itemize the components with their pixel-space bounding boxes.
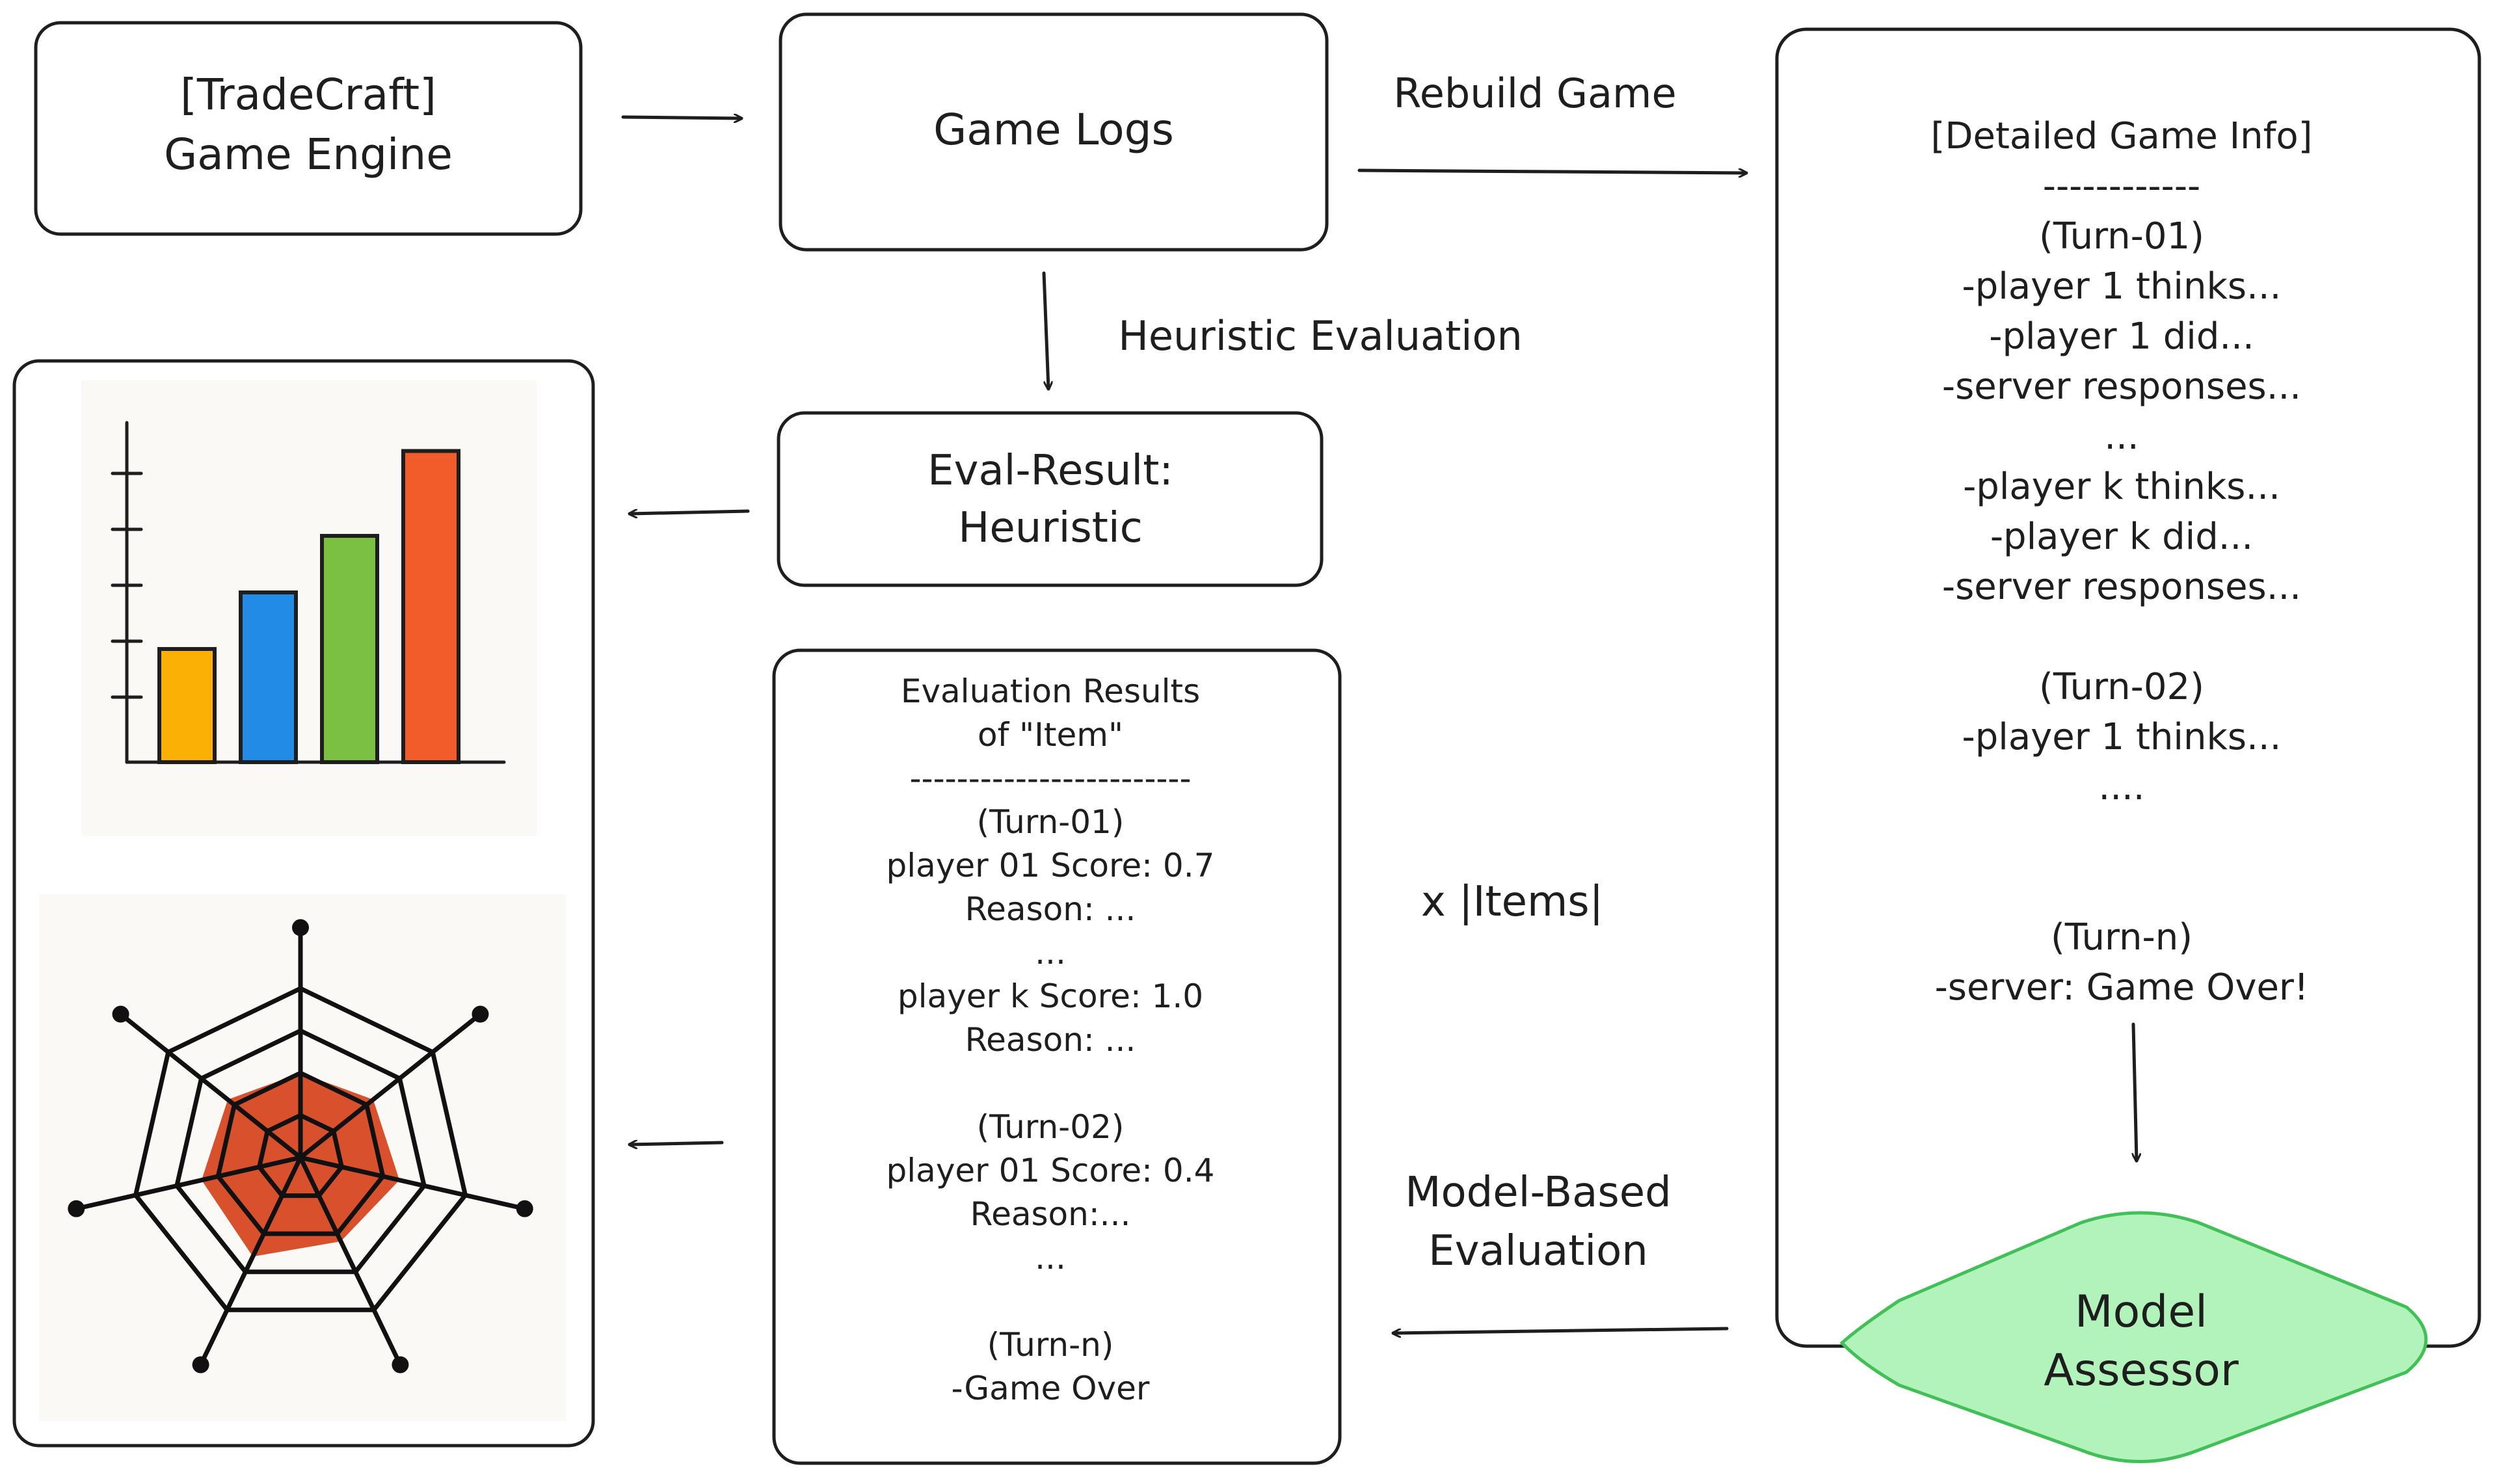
eval-heuristic-title: Eval-Result: <box>927 447 1173 495</box>
assessor-diamond <box>1839 1211 2428 1463</box>
radar-ring-3 <box>174 1028 427 1275</box>
radar-spoke-dot-5 <box>192 1356 209 1373</box>
arrow-logs-to-heuristic <box>1042 271 1048 391</box>
bar-2 <box>239 590 298 764</box>
detailed-info-line-9: -server responses... <box>1942 566 2301 608</box>
eval-result-heuristic-node: Eval-Result: Heuristic <box>777 411 1324 587</box>
model-based-label-line1: Model-Based <box>1405 1169 1671 1217</box>
assessor-title: Model <box>2075 1286 2207 1338</box>
radar-spoke-3 <box>300 1155 526 1212</box>
eval-results-line-1: of "Item" <box>978 716 1123 754</box>
detailed-info-line-0: [Detailed Game Info] <box>1931 115 2313 157</box>
arrow-assessor-to-results <box>1391 1327 1729 1333</box>
model-based-label-line2: Evaluation <box>1428 1227 1648 1275</box>
engine-subtitle: Game Engine <box>164 129 453 179</box>
radar-chart <box>68 919 533 1373</box>
evaluation-results-text: Evaluation Results of "Item" -------------… <box>887 672 1215 1407</box>
detailed-info-line-6: ... <box>2104 416 2139 458</box>
radar-spoke-5 <box>198 1156 303 1366</box>
detailed-game-info-text: [Detailed Game Info] ------------ (Turn-01… <box>1931 115 2313 1009</box>
bar-4 <box>401 449 460 764</box>
radar-spoke-dot-2 <box>472 1005 489 1023</box>
radar-ring-2 <box>215 1070 386 1236</box>
detailed-info-line-16: (Turn-n) <box>2051 916 2193 959</box>
detailed-game-info-node: [Detailed Game Info] ------------ (Turn-01… <box>1775 27 2481 1348</box>
detailed-info-line-3: -player 1 thinks... <box>1962 265 2282 308</box>
eval-results-line-15: (Turn-n) <box>987 1326 1114 1364</box>
radar-ring-1 <box>256 1113 345 1199</box>
radar-ring-4 <box>133 986 468 1312</box>
eval-results-line-4: player 01 Score: 0.7 <box>887 847 1215 884</box>
radar-spoke-2 <box>299 1012 482 1159</box>
times-items-label: x |Items| <box>1421 878 1603 926</box>
detailed-info-line-2: (Turn-01) <box>2039 215 2204 258</box>
detailed-info-line-5: -server responses... <box>1942 365 2301 408</box>
radar-spoke-dot-3 <box>516 1200 533 1217</box>
arrow-engine-to-logs <box>621 117 743 118</box>
bar-chart <box>111 421 506 764</box>
eval-results-line-8: Reason: ... <box>965 1021 1136 1059</box>
game-engine-node: [TradeCraft] Game Engine <box>34 21 583 236</box>
model-assessor-node: Model Assessor <box>1839 1211 2428 1463</box>
radar-spoke-4 <box>298 1156 403 1366</box>
detailed-info-line-4: -player 1 did... <box>1989 315 2254 358</box>
game-logs-node: Game Logs <box>779 12 1329 252</box>
arrow-heuristic-to-panel <box>628 511 750 514</box>
eval-results-line-7: player k Score: 1.0 <box>898 977 1203 1015</box>
eval-results-line-5: Reason: ... <box>965 890 1136 928</box>
radar-spoke-7 <box>119 1012 302 1159</box>
eval-results-line-12: Reason:... <box>970 1195 1131 1233</box>
radar-spoke-dot-4 <box>392 1356 409 1373</box>
radar-spoke-dot-1 <box>292 919 309 936</box>
detailed-info-line-8: -player k did... <box>1990 516 2253 558</box>
eval-results-line-6: ... <box>1035 934 1066 972</box>
rebuild-game-label: Rebuild Game <box>1393 70 1676 117</box>
detailed-info-line-1: ------------ <box>2043 165 2200 207</box>
assessor-subtitle: Assessor <box>2044 1345 2239 1396</box>
eval-results-line-16: -Game Over <box>952 1370 1150 1407</box>
detailed-info-line-11: (Turn-02) <box>2039 666 2204 708</box>
bar-chart-background <box>81 380 537 836</box>
bar-3 <box>320 534 379 764</box>
detailed-info-line-7: -player k thinks... <box>1963 466 2280 508</box>
eval-results-line-3: (Turn-01) <box>977 803 1125 841</box>
arrow-logs-to-detailed <box>1357 170 1748 173</box>
radar-spoke-6 <box>75 1155 301 1212</box>
evaluation-results-node: Evaluation Results of "Item" -------------… <box>772 648 1342 1465</box>
eval-results-line-10: (Turn-02) <box>977 1108 1125 1146</box>
radar-spoke-dot-7 <box>112 1005 129 1023</box>
eval-results-line-13: ... <box>1035 1239 1066 1277</box>
arrow-results-to-panel <box>628 1143 724 1145</box>
heuristic-evaluation-label: Heuristic Evaluation <box>1118 312 1523 360</box>
bar-1 <box>157 647 217 764</box>
detailed-info-line-13: .... <box>2098 766 2144 808</box>
engine-title: [TradeCraft] <box>180 70 436 120</box>
eval-results-line-11: player 01 Score: 0.4 <box>887 1152 1215 1189</box>
game-logs-label: Game Logs <box>933 105 1174 155</box>
eval-results-line-2: ------------------------ <box>909 760 1191 797</box>
radar-spoke-dot-6 <box>68 1200 85 1217</box>
detailed-info-line-17: -server: Game Over! <box>1935 966 2309 1009</box>
eval-results-line-0: Evaluation Results <box>901 672 1200 710</box>
detailed-info-line-12: -player 1 thinks... <box>1962 716 2282 758</box>
eval-heuristic-subtitle: Heuristic <box>958 504 1143 552</box>
arrow-detailed-to-assessor <box>2131 1022 2137 1163</box>
